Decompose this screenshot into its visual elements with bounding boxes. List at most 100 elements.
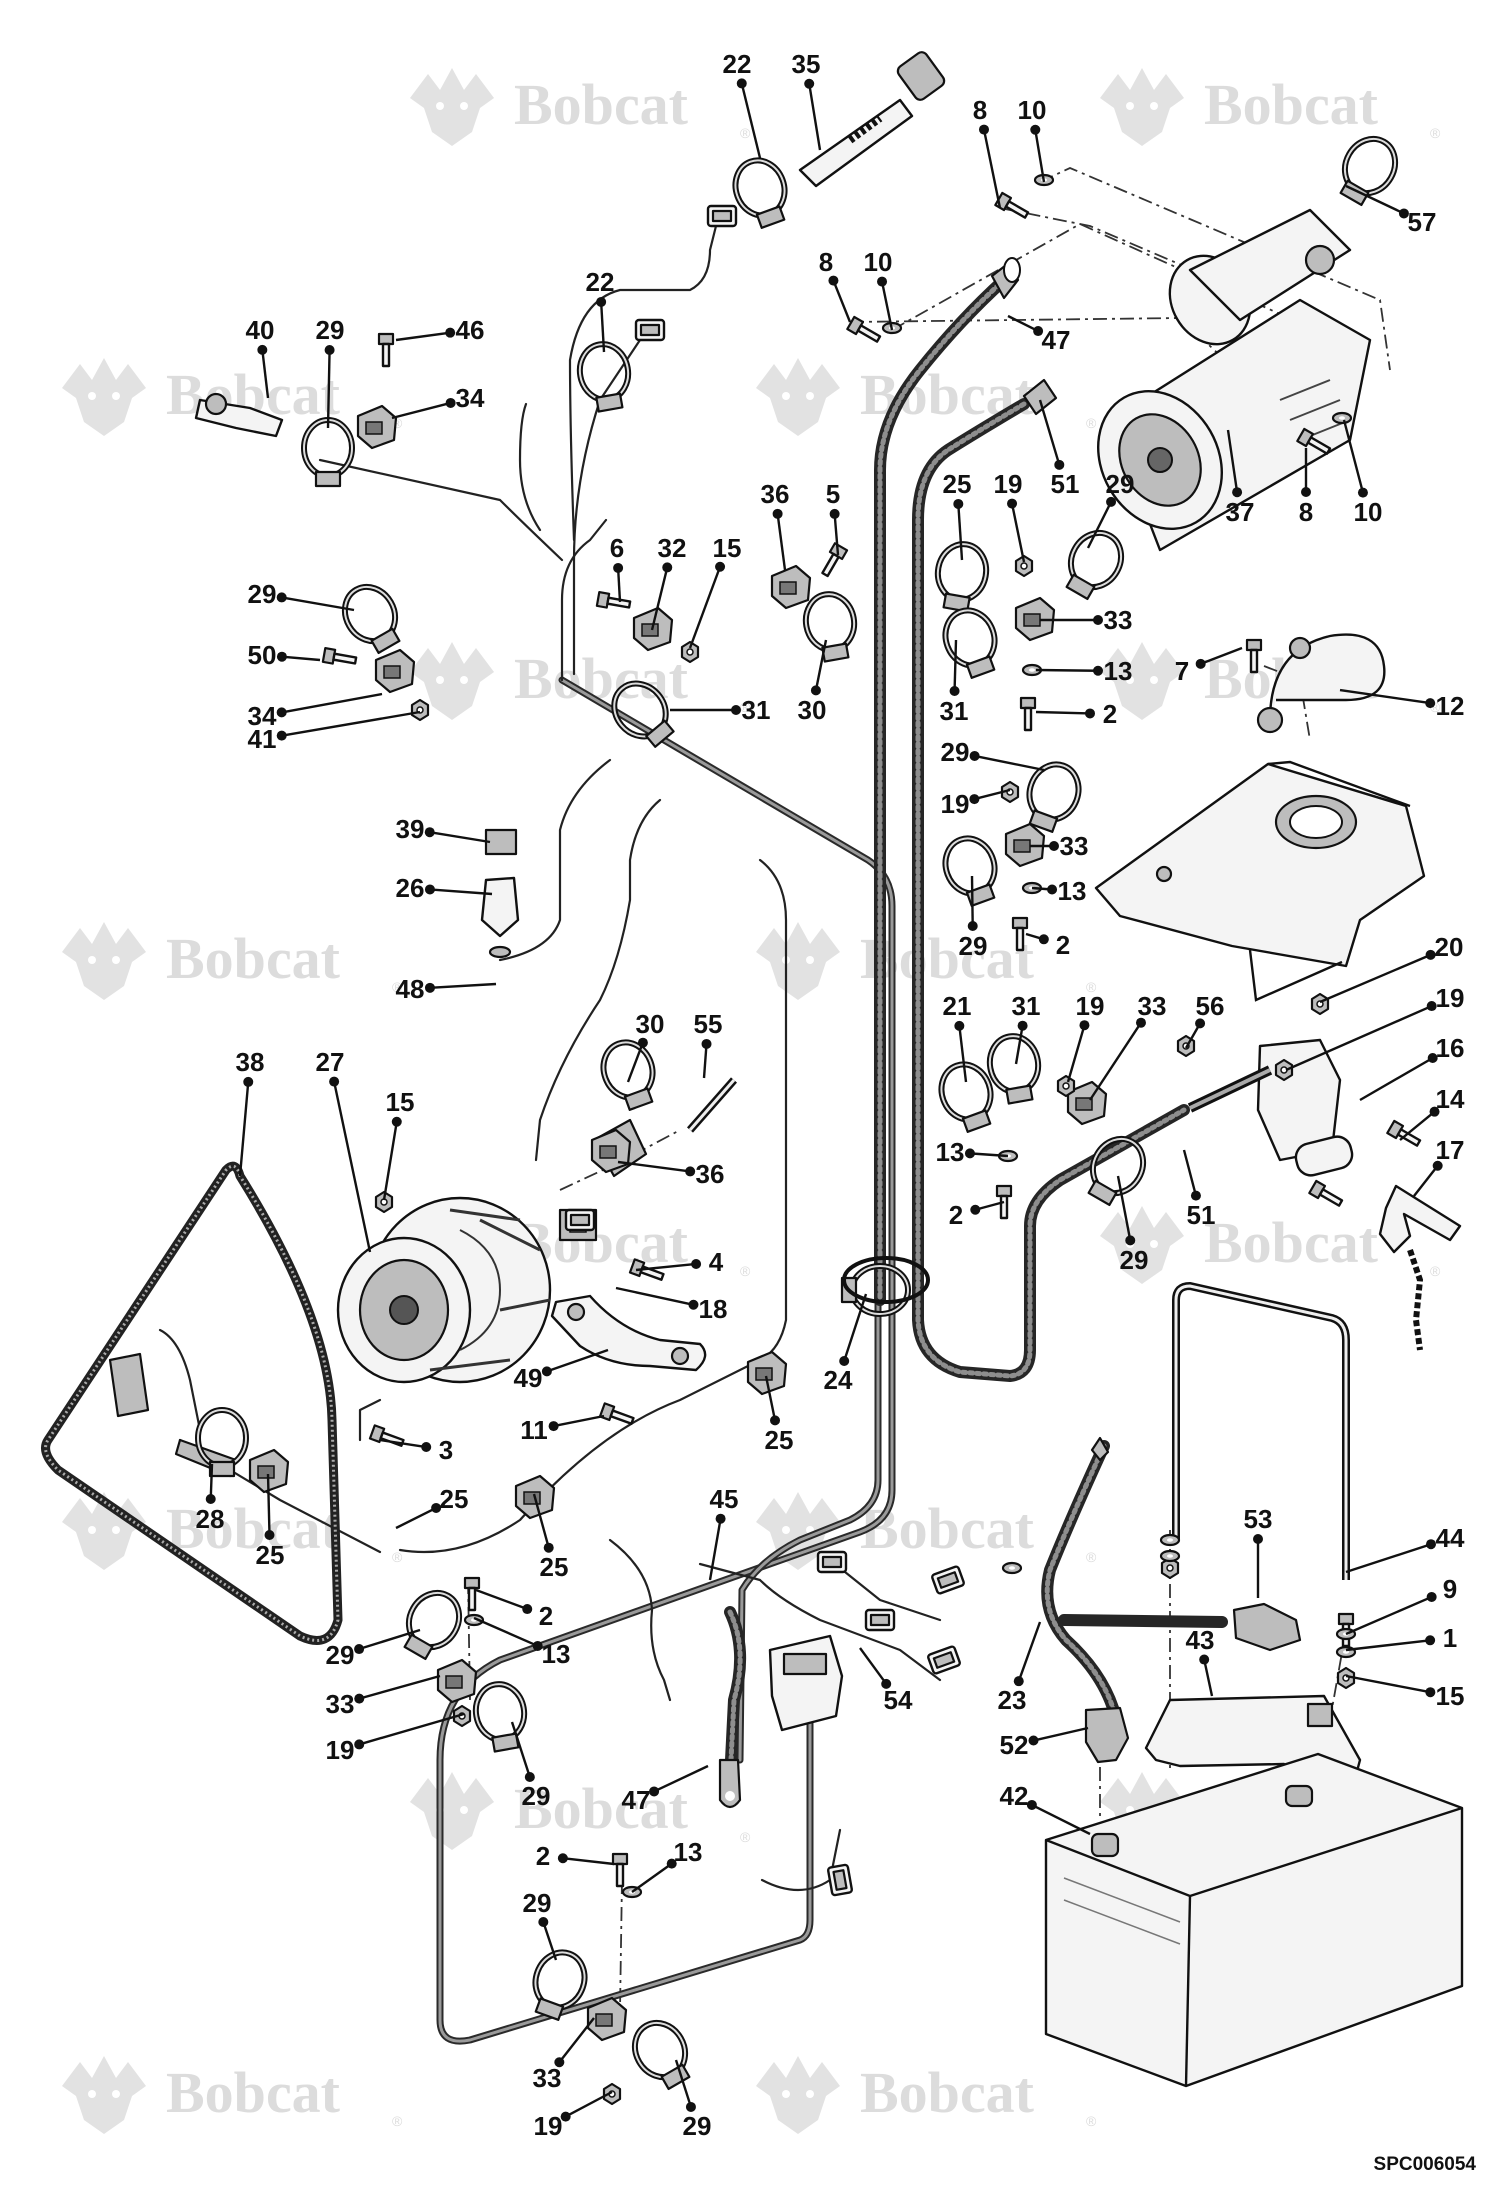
callout-31: 31 xyxy=(670,695,770,725)
nut xyxy=(1310,992,1330,1016)
callout-4: 4 xyxy=(635,1247,724,1277)
callout-25: 25 xyxy=(943,469,971,561)
clamp xyxy=(304,420,352,486)
sensor-35 xyxy=(798,51,946,188)
callout-34: 34 xyxy=(391,383,485,420)
callout-55: 55 xyxy=(694,1009,722,1079)
callout-dot xyxy=(1085,708,1096,719)
callout-dot xyxy=(424,982,435,993)
callout-leader xyxy=(970,875,974,927)
callout-leader xyxy=(473,1616,539,1648)
watermark-text: Bobcat xyxy=(166,2060,341,2125)
callout-leader xyxy=(1345,1543,1432,1574)
callout-10: 10 xyxy=(864,247,894,331)
callout-number: 29 xyxy=(1120,1245,1149,1275)
callout-dot xyxy=(1049,841,1059,851)
callout-15: 15 xyxy=(1345,1674,1464,1711)
bobcat-logo-icon xyxy=(756,2056,840,2134)
callout-19: 19 xyxy=(1285,983,1465,1072)
callout-leader xyxy=(358,1712,465,1746)
callout-dot xyxy=(877,276,888,287)
callout-dot xyxy=(1301,487,1311,497)
callout-number: 19 xyxy=(1436,983,1465,1013)
callout-number: 29 xyxy=(326,1640,355,1670)
callout-dot xyxy=(953,498,964,509)
callout-13: 13 xyxy=(473,1616,570,1669)
callout-10: 10 xyxy=(1342,419,1382,527)
callout-13: 13 xyxy=(631,1837,702,1893)
callout-number: 20 xyxy=(1435,932,1464,962)
watermark-reg: ® xyxy=(392,979,403,995)
callout-leader xyxy=(429,831,491,844)
bobcat-logo-icon xyxy=(410,1772,494,1850)
callout-number: 19 xyxy=(994,469,1023,499)
callout-dot xyxy=(1426,1001,1437,1012)
callout-22: 22 xyxy=(586,267,615,353)
callout-leader xyxy=(1066,1024,1086,1083)
callout-11: 11 xyxy=(520,1414,605,1445)
callout-dot xyxy=(554,2057,565,2068)
connector xyxy=(864,1608,896,1632)
callout-leader xyxy=(1345,1674,1431,1694)
callout-dot xyxy=(522,1604,533,1615)
callout-number: 31 xyxy=(940,696,969,726)
callout-leader xyxy=(953,639,958,692)
callout-number: 18 xyxy=(699,1294,728,1324)
callout-number: 33 xyxy=(1060,831,1089,861)
nut xyxy=(410,698,430,722)
callout-leader xyxy=(358,1674,441,1700)
callout-16: 16 xyxy=(1359,1033,1464,1102)
callout-leader xyxy=(395,331,451,342)
callout-leader xyxy=(1007,314,1039,333)
bobcat-logo-icon xyxy=(756,358,840,436)
callout-17: 17 xyxy=(1413,1135,1464,1197)
callout-51: 51 xyxy=(1182,1149,1215,1230)
callout-18: 18 xyxy=(615,1286,728,1324)
callout-dot xyxy=(970,1204,981,1215)
callout-51: 51 xyxy=(1038,399,1079,499)
callout-number: 47 xyxy=(622,1785,651,1815)
callout-34: 34 xyxy=(248,692,383,731)
watermark-reg: ® xyxy=(1086,415,1097,431)
callout-dot xyxy=(1013,1676,1024,1687)
callout-dot xyxy=(560,2111,571,2122)
callout-29: 29 xyxy=(674,2059,711,2141)
callout-dot xyxy=(662,562,673,573)
callout-dot xyxy=(421,1442,432,1453)
callout-number: 33 xyxy=(1104,605,1133,635)
callout-13: 13 xyxy=(1035,656,1132,686)
callout-dot xyxy=(954,1020,965,1031)
callout-dot xyxy=(1125,1235,1136,1246)
callout-leader xyxy=(702,1043,708,1079)
callout-29: 29 xyxy=(326,1628,421,1670)
callout-leader xyxy=(635,1262,697,1272)
callout-dot xyxy=(1425,698,1436,709)
watermark-layer: Bobcat ® Bobcat ® Bobcat ® Bobcat ® Bobc… xyxy=(62,68,1441,2134)
callout-number: 26 xyxy=(396,873,425,903)
callout-number: 19 xyxy=(326,1735,355,1765)
callout-19: 19 xyxy=(534,2090,613,2141)
callout-leader xyxy=(1010,503,1026,563)
callout-dot xyxy=(596,296,607,307)
callout-dot xyxy=(548,1421,559,1432)
callout-30: 30 xyxy=(626,1009,664,1083)
callout-29: 29 xyxy=(510,1721,550,1811)
callout-leader xyxy=(843,1293,868,1362)
callout-25: 25 xyxy=(395,1484,468,1530)
callout-dot xyxy=(276,592,287,603)
callout-dot xyxy=(1033,326,1044,337)
callout-dot xyxy=(691,1258,702,1269)
watermark-text: Bobcat xyxy=(860,926,1035,991)
callout-number: 29 xyxy=(959,931,988,961)
callout-leader xyxy=(1031,1803,1091,1836)
callout-leader xyxy=(379,1438,427,1449)
negative-terminal xyxy=(1232,1602,1302,1652)
callout-number: 22 xyxy=(586,267,615,297)
watermark-reg: ® xyxy=(1430,125,1441,141)
callout-dot xyxy=(1398,208,1409,219)
callout-number: 8 xyxy=(1299,497,1313,527)
callout-number: 57 xyxy=(1408,207,1437,237)
clamp xyxy=(472,1680,531,1753)
callout-2: 2 xyxy=(1025,930,1070,960)
